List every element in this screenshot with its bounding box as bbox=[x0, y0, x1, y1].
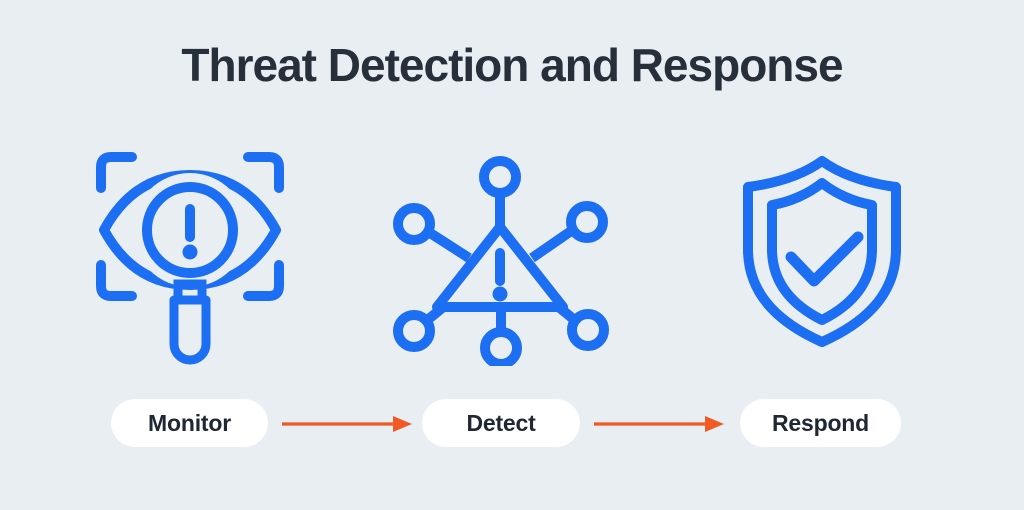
checkmark bbox=[785, 231, 864, 287]
network-alert-triangle-icon bbox=[393, 156, 609, 366]
scan-brackets bbox=[96, 152, 284, 301]
scan-eye-magnifier-alert-icon bbox=[96, 152, 284, 365]
step-label-detect: Detect bbox=[422, 399, 580, 447]
shield-inner-outline bbox=[767, 178, 877, 325]
arrow-detect-to-respond-icon bbox=[594, 416, 724, 432]
magnifier-neck bbox=[173, 279, 207, 302]
alert-triangle bbox=[432, 222, 568, 312]
page-title: Threat Detection and Response bbox=[181, 39, 843, 91]
exclamation-dot bbox=[492, 286, 508, 302]
magnifier-lens bbox=[142, 182, 238, 278]
magnifier-handle bbox=[169, 295, 211, 365]
network-nodes bbox=[393, 156, 609, 366]
step-label-monitor: Monitor bbox=[111, 399, 268, 447]
exclamation-dot bbox=[182, 244, 198, 260]
step-label-respond: Respond bbox=[740, 399, 901, 447]
arrow-monitor-to-detect-icon bbox=[282, 416, 412, 432]
shield-check-icon bbox=[743, 156, 901, 347]
shield-outer-outline bbox=[743, 156, 901, 347]
eye-outline bbox=[99, 170, 281, 290]
